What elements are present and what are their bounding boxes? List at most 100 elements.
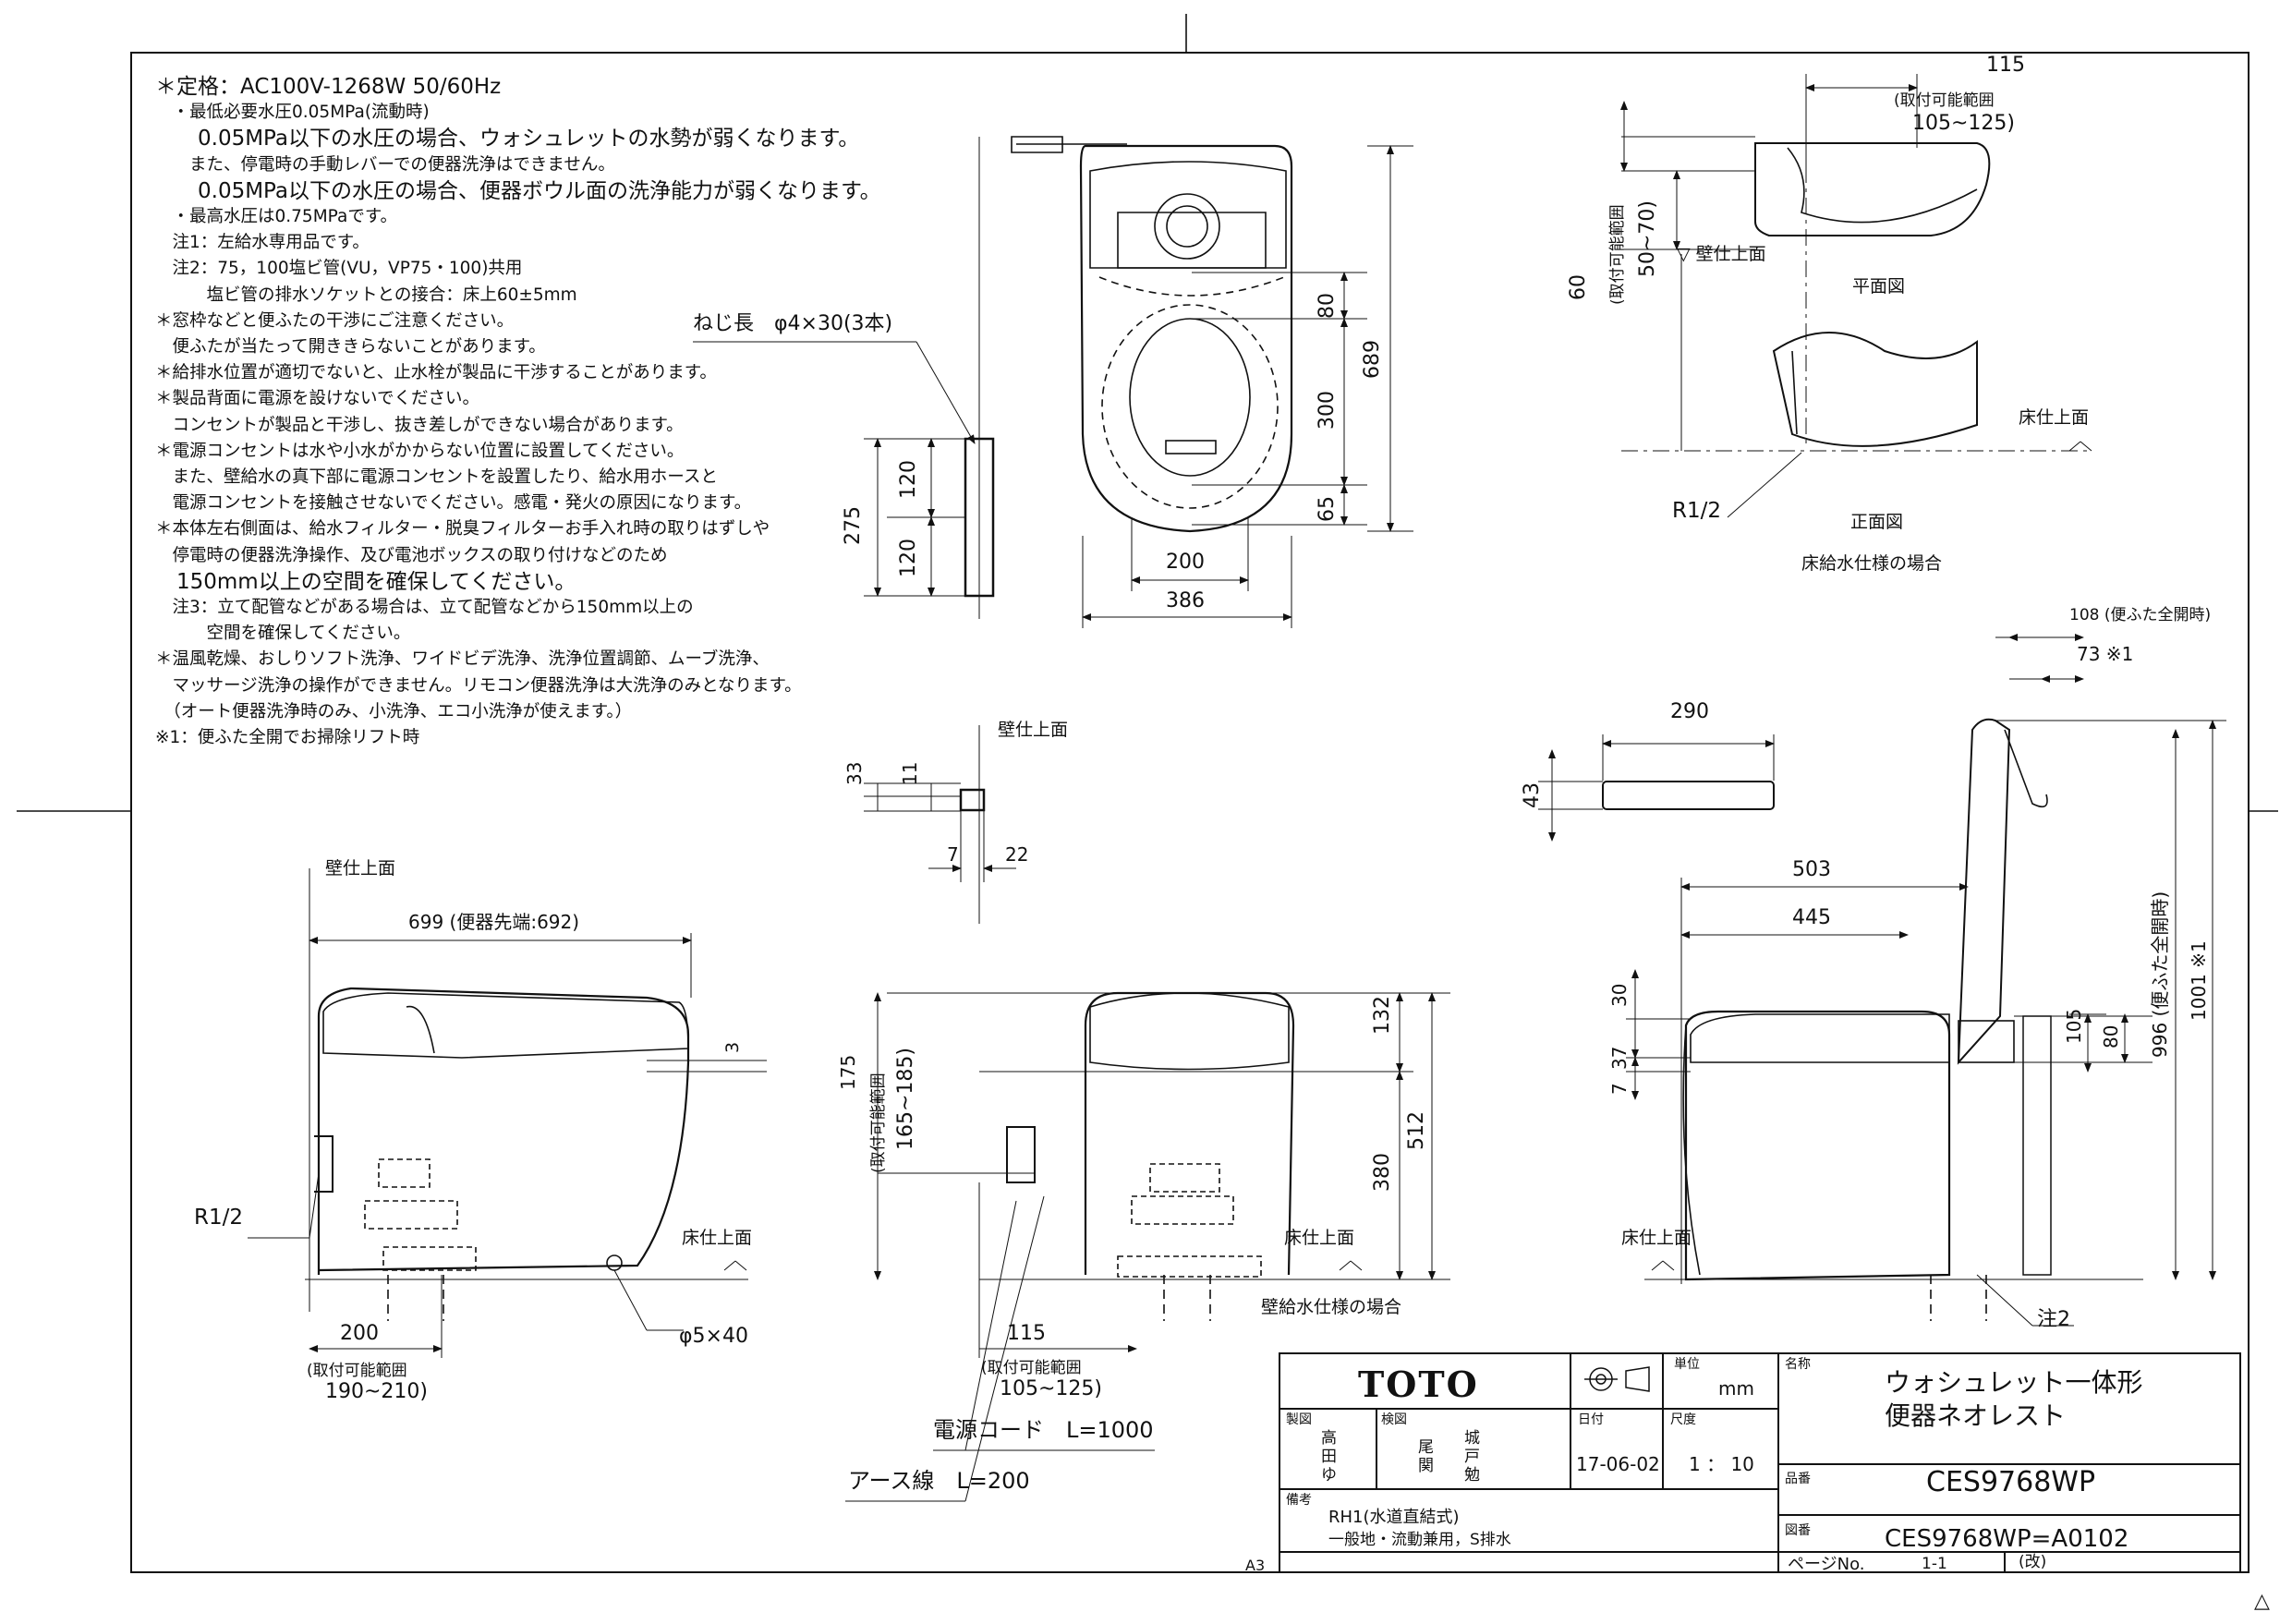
titleblock-drawing-label: 図番 (1785, 1523, 1811, 1538)
titleblock-date-label: 日付 (1578, 1412, 1604, 1427)
titleblock-name2: 便器ネオレスト (1885, 1400, 2067, 1431)
dim-label-r12: R1/2 (1672, 499, 1721, 523)
dim-label-plan: 平面図 (1852, 276, 1906, 297)
dim-label-d175: 175 (837, 1054, 859, 1090)
dim-label-d115-mid: 115 (1007, 1322, 1046, 1345)
titleblock-drawing: CES9768WP=A0102 (1885, 1525, 2129, 1553)
title-block (1279, 1352, 2241, 1573)
dim-label-d120b: 120 (897, 539, 920, 577)
note-line: （オート便器洗浄時のみ、小洗浄、エコ小洗浄が使えます。） (155, 701, 633, 721)
dim-label-d22: 22 (1005, 843, 1029, 866)
titleblock-scale-label: 尺度 (1670, 1412, 1696, 1427)
titleblock-unit: mm (1718, 1377, 1754, 1400)
dim-label-d200-plan: 200 (1166, 551, 1205, 574)
dim-label-d7: 7 (947, 843, 959, 866)
note-line: 空間を確保してください。 (155, 624, 411, 644)
dim-label-d43: 43 (1521, 782, 1544, 808)
plan-view-toilet (1011, 136, 1293, 533)
dim-label-d275: 275 (842, 506, 865, 545)
titleblock-name1: ウォシュレット一体形 (1885, 1367, 2143, 1398)
titleblock-made1: 高 (1321, 1429, 1337, 1448)
titleblock-check1: 尾 (1418, 1438, 1434, 1457)
dim-label-front: 正面図 (1850, 512, 1904, 532)
dim-label-range-l: (取付可能範囲 (307, 1362, 407, 1380)
dim-label-d380: 380 (1371, 1153, 1394, 1192)
dim-label-range-m: (取付可能範囲 (869, 1073, 888, 1173)
corner-triangle: △ (2254, 1590, 2270, 1613)
titleblock-paper: A3 (1245, 1557, 1266, 1574)
titleblock-scale: 1 ： 10 (1689, 1453, 1754, 1475)
dim-label-d120a: 120 (897, 460, 920, 499)
note-line: 停電時の便器洗浄操作、及び電池ボックスの取り付けなどのため (155, 545, 668, 565)
titleblock-name-label: 名称 (1785, 1357, 1811, 1372)
dim-label-d33: 33 (843, 761, 866, 785)
note-line: 便ふたが当たって開ききらないことがあります。 (155, 337, 546, 358)
titleblock-remark1: RH1(水道直結式) (1328, 1508, 1460, 1527)
dim-label-range-top: (取付可能範囲 (1894, 91, 1995, 110)
dim-label-range-m-v: 165~185) (894, 1048, 917, 1150)
dim-label-d108: 108 (便ふた全開時) (2069, 606, 2212, 624)
dim-label-note2: 注2 (2037, 1308, 2070, 1331)
dim-label-range-top-v: 105~125) (1912, 112, 2015, 135)
dim-label-floor-left: 床仕上面 (682, 1228, 753, 1248)
dim-label-earth: アース線 L=200 (848, 1468, 1030, 1494)
titleblock-part: CES9768WP (1926, 1466, 2096, 1498)
titleblock-remark-label: 備考 (1286, 1493, 1312, 1508)
note-line: ＊定格：AC100V-1268W 50/60Hz (155, 75, 502, 99)
dim-label-d290: 290 (1670, 700, 1709, 723)
dim-label-d386: 386 (1166, 589, 1205, 612)
note-line: 塩ビ管の排水ソケットとの接合：床上60±5mm (155, 285, 577, 305)
dim-label-range-mid: (取付可能範囲 (981, 1359, 1082, 1377)
dim-label-d300: 300 (1316, 391, 1339, 430)
titleblock-check2: 関 (1418, 1457, 1434, 1475)
dim-label-r12-left: R1/2 (194, 1206, 243, 1230)
dim-label-screw: ねじ長 φ4×30(3本) (693, 312, 893, 335)
dim-label-d3: 3 (722, 1041, 743, 1053)
side-view-left (309, 868, 690, 1321)
dim-label-range-left-v: 50~70) (1636, 200, 1659, 277)
remote-control (1602, 781, 1775, 810)
dim-label-d60: 60 (1567, 274, 1590, 300)
dim-label-d30: 30 (1608, 983, 1631, 1007)
dim-label-d200-left: 200 (340, 1322, 379, 1345)
dim-label-range-mid-v: 105~125) (1000, 1377, 1102, 1400)
note-line: 150mm以上の空間を確保してください。 (155, 569, 576, 594)
dim-label-d1001: 1001 ※1 (2188, 940, 2210, 1021)
note-line: また、壁給水の真下部に電源コンセントを設置したり、給水用ホースと (155, 467, 718, 488)
dim-label-range-l-v: 190~210) (325, 1380, 428, 1403)
dim-label-wall-mid: 壁仕上面 (998, 720, 1069, 740)
dim-label-phi540: φ5×40 (679, 1325, 748, 1348)
titleblock-page-label: ページNo. (1788, 1555, 1865, 1574)
titleblock-made3: ゆ (1321, 1466, 1337, 1485)
dim-label-floor-right: 床仕上面 (1621, 1228, 1692, 1248)
dim-label-d996: 996 (便ふた全開時) (2149, 891, 2171, 1058)
note-line: 0.05MPa以下の水圧の場合、便器ボウル面の洗浄能力が弱くなります。 (155, 178, 881, 203)
note-line: ・最低必要水圧0.05MPa(流動時) (155, 103, 430, 123)
dim-label-range-left: (取付可能範囲 (1608, 204, 1627, 305)
dim-label-d699: 699 (便器先端:692) (408, 911, 580, 933)
note-line: ※1：便ふた全開でお掃除リフト時 (155, 728, 420, 748)
note-line: ＊給排水位置が適切でないと、止水栓が製品に干渉することがあります。 (155, 363, 717, 383)
note-line: 注1：左給水専用品です。 (155, 233, 370, 253)
dim-label-d115-top: 115 (1986, 54, 2025, 77)
note-line: 注3：立て配管などがある場合は、立て配管などから150mm以上の (155, 598, 694, 618)
dim-label-d11: 11 (899, 761, 921, 785)
dim-label-d65: 65 (1316, 496, 1339, 522)
dim-label-d80-side: 80 (2100, 1024, 2122, 1048)
dim-label-d105: 105 (2063, 1008, 2085, 1044)
dim-label-d37: 37 (1608, 1046, 1631, 1070)
note-line: 0.05MPa以下の水圧の場合、ウォシュレットの水勢が弱くなります。 (155, 127, 860, 151)
front-view-wall-supply (1006, 991, 1295, 1321)
note-line: ＊電源コンセントは水や小水がかからない位置に設置してください。 (155, 441, 685, 461)
dim-label-floor-tr: 床仕上面 (2019, 407, 2090, 428)
dim-label-wall-supply: 壁給水仕様の場合 (1261, 1297, 1402, 1317)
titleblock-page: 1-1 (1922, 1555, 1947, 1573)
titleblock-check4: 戸 (1464, 1448, 1480, 1466)
dim-label-d689: 689 (1361, 340, 1384, 379)
titleblock-made2: 田 (1321, 1448, 1337, 1466)
dim-label-floor-supply: 床給水仕様の場合 (1801, 553, 1943, 574)
note-line: ・最高水圧は0.75MPaです。 (155, 207, 397, 227)
titleblock-made-label: 製図 (1286, 1412, 1312, 1427)
